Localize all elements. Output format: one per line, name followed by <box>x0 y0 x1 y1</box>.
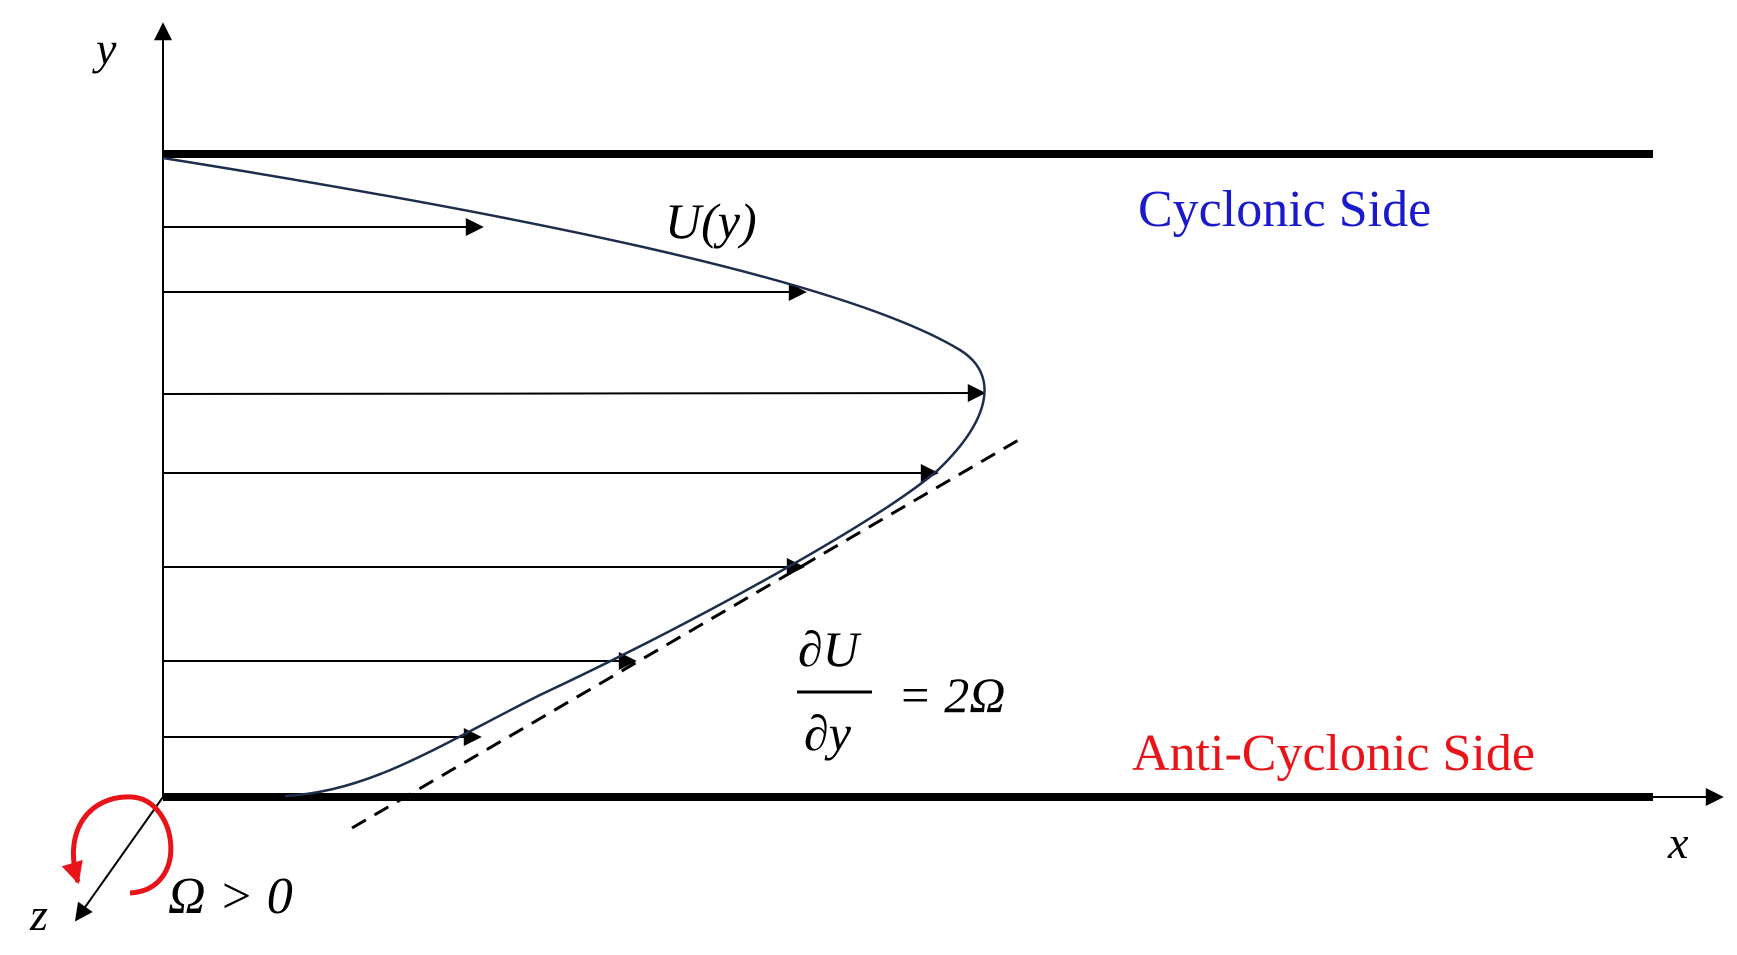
y-axis-label: y <box>92 23 117 74</box>
derivative-denominator: ∂y <box>804 705 852 761</box>
rotation-arrow-icon <box>61 794 174 896</box>
derivative-rhs: = 2Ω <box>898 667 1005 723</box>
z-axis-label: z <box>29 889 48 940</box>
derivative-numerator: ∂U <box>798 621 862 677</box>
profile-label: U(y) <box>665 193 757 249</box>
rotation-label: Ω > 0 <box>168 868 293 925</box>
z-axis <box>74 796 164 922</box>
cyclonic-side-label: Cyclonic Side <box>1138 181 1431 238</box>
anticyclonic-side-label: Anti-Cyclonic Side <box>1132 725 1535 782</box>
tangent-line <box>351 436 1023 830</box>
x-axis-label: x <box>1667 817 1689 868</box>
velocity-profile-curve <box>162 156 986 798</box>
velocity-arrow <box>162 384 986 403</box>
